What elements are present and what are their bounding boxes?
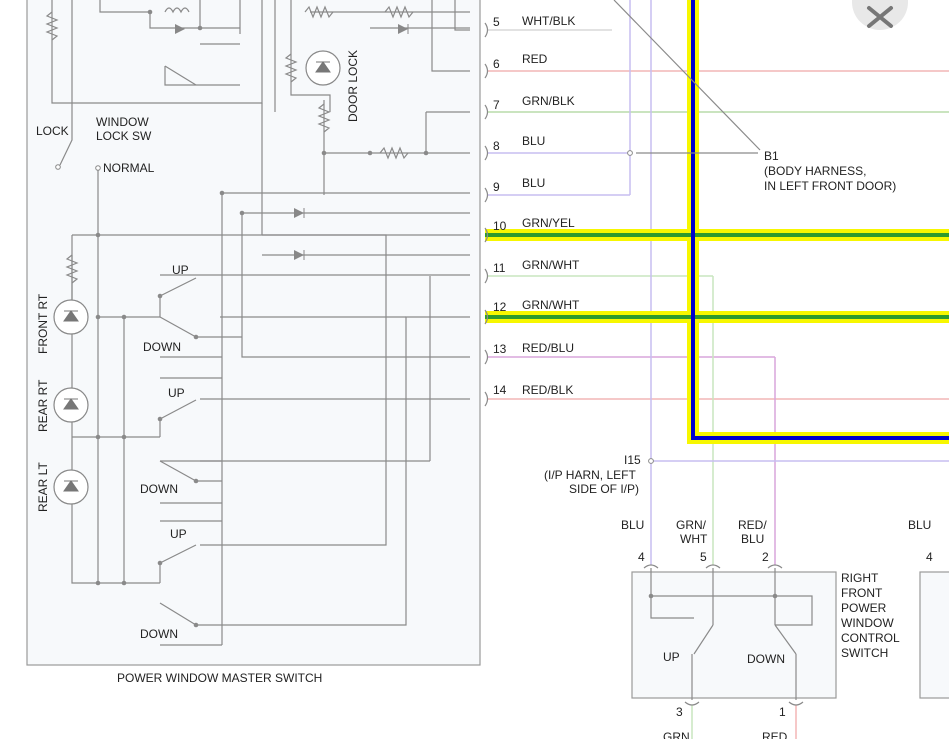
rf-bottom-red: RED	[762, 730, 788, 739]
switch-contacts	[159, 65, 797, 655]
pin-number: 7	[493, 98, 500, 112]
diodes	[175, 24, 409, 260]
rf-pin-4: 4	[638, 550, 645, 564]
rf-pin-2: 2	[762, 550, 769, 564]
pin-number: 13	[493, 342, 507, 356]
rf-wire-grn-2: WHT	[680, 532, 708, 546]
right-edge-pin: 4	[926, 550, 933, 564]
wire-label: GRN/BLK	[522, 94, 575, 108]
resistors	[45, 5, 414, 284]
rf-title-6: SWITCH	[841, 646, 888, 660]
front-rt-label: FRONT RT	[36, 293, 50, 354]
normal-label: NORMAL	[103, 161, 155, 175]
rf-pin-1: 1	[779, 705, 786, 719]
close-icon	[867, 6, 893, 28]
wire-label: GRN/WHT	[522, 258, 580, 272]
rf-pin-3: 3	[676, 705, 683, 719]
wire-label: RED/BLK	[522, 383, 573, 397]
wire-label: GRN/WHT	[522, 298, 580, 312]
master-switch-labels: DOOR LOCK WINDOW LOCK SW LOCK NORMAL FRO…	[36, 50, 360, 685]
pin-number: 5	[493, 15, 500, 29]
connector-callouts: B1 (BODY HARNESS, IN LEFT FRONT DOOR) I1…	[544, 149, 896, 496]
rf-up-label: UP	[663, 650, 680, 664]
pin-number: 11	[493, 261, 506, 275]
pin-number: 12	[493, 300, 507, 314]
rf-switch-box	[631, 571, 837, 699]
right-edge-blu: BLU	[908, 518, 931, 532]
b1-desc-1: (BODY HARNESS,	[764, 164, 866, 178]
rf-bottom-grn: GRN	[663, 730, 690, 739]
pin-number: 10	[493, 219, 507, 233]
junction-dots	[95, 9, 778, 628]
wire-label: GRN/YEL	[522, 216, 575, 230]
rf-down-label: DOWN	[747, 652, 785, 666]
pin-number: 14	[493, 383, 507, 397]
connector-pins	[484, 22, 804, 706]
wire-label: BLU	[522, 134, 545, 148]
rear-lt-down-label: DOWN	[140, 627, 178, 641]
wire-label: WHT/BLK	[522, 14, 575, 28]
rf-wire-red-2: BLU	[741, 532, 764, 546]
lock-label: LOCK	[36, 124, 69, 138]
pin-number: 8	[493, 139, 500, 153]
rf-switch-labels: BLU GRN/ WHT RED/ BLU 4 5 2 UP DOWN 3 1 …	[621, 518, 933, 739]
adjacent-switch-box	[919, 571, 949, 699]
rear-rt-label: REAR RT	[36, 379, 50, 432]
highlighted-harness	[485, 0, 949, 444]
window-lock-label-2: LOCK SW	[96, 129, 152, 143]
wire-label: RED	[522, 52, 548, 66]
b1-leaders	[613, 0, 761, 464]
rf-title-1: RIGHT	[841, 571, 879, 585]
i15-desc-2: SIDE OF I/P)	[569, 482, 639, 496]
pin-labels: 5 WHT/BLK 6 RED 7 GRN/BLK 8 BLU 9 BLU 10…	[493, 14, 580, 397]
rf-pin-5: 5	[700, 550, 707, 564]
wire-label: BLU	[522, 176, 545, 190]
rear-lt-label: REAR LT	[36, 462, 50, 512]
window-lock-label-1: WINDOW	[96, 115, 149, 129]
rf-switch-internal	[650, 568, 813, 700]
master-switch-title: POWER WINDOW MASTER SWITCH	[117, 671, 322, 685]
rear-rt-down-label: DOWN	[140, 482, 178, 496]
rf-title-4: WINDOW	[841, 616, 894, 630]
rear-rt-up-label: UP	[168, 386, 185, 400]
b1-desc-2: IN LEFT FRONT DOOR)	[764, 179, 896, 193]
door-lock-label: DOOR LOCK	[346, 50, 360, 122]
rf-title-5: CONTROL	[841, 631, 900, 645]
rf-title-2: FRONT	[841, 586, 883, 600]
i15-desc-1: (I/P HARN, LEFT	[544, 468, 636, 482]
rf-wire-blu: BLU	[621, 518, 644, 532]
rear-lt-up-label: UP	[170, 527, 187, 541]
rf-title-3: POWER	[841, 601, 887, 615]
wire-runs	[488, 0, 949, 739]
pin-number: 6	[493, 57, 500, 71]
rf-wire-red-1: RED/	[738, 518, 767, 532]
front-rt-up-label: UP	[172, 263, 189, 277]
i15-label: I15	[624, 453, 641, 467]
wire-label: RED/BLU	[522, 341, 574, 355]
front-rt-down-label: DOWN	[143, 340, 181, 354]
master-switch-box	[26, 0, 481, 666]
pin-number: 9	[493, 180, 500, 194]
b1-label: B1	[764, 149, 779, 163]
rf-wire-grn-1: GRN/	[676, 518, 707, 532]
indicators	[53, 50, 341, 505]
